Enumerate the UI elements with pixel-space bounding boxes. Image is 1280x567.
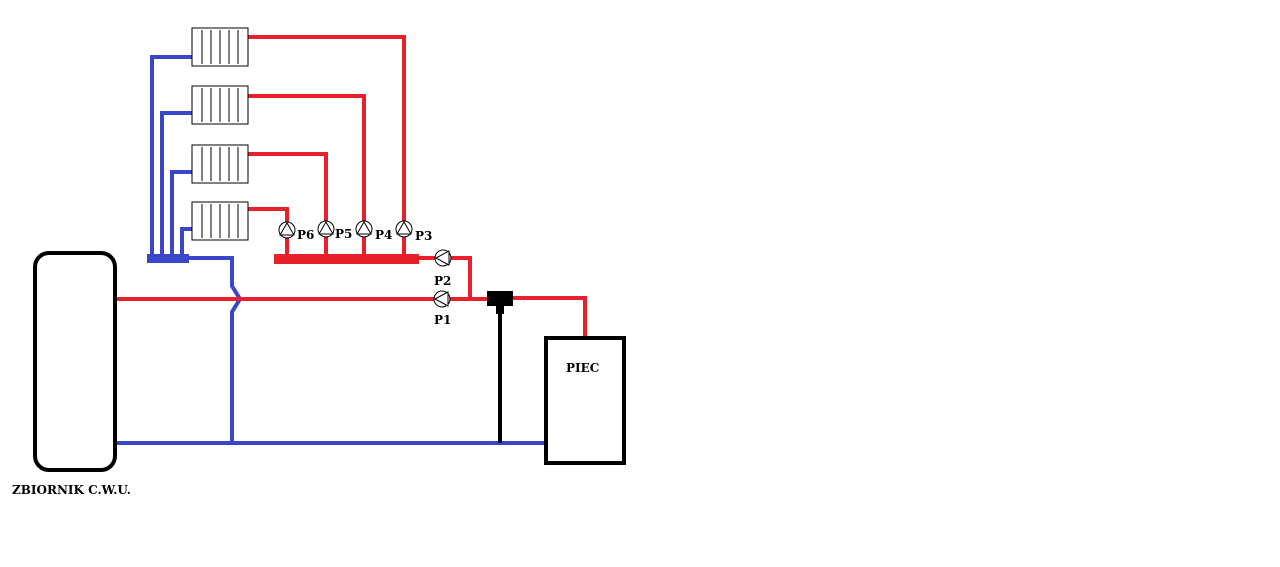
boiler	[544, 336, 626, 465]
pump-label-p1: P1	[434, 313, 451, 327]
radiator	[191, 27, 249, 67]
pump-label-p6: P6	[297, 228, 314, 242]
hot-water-tank	[33, 251, 117, 472]
mixing-valve-stem	[496, 304, 504, 314]
supply-radiator-1	[248, 35, 406, 258]
supply-pipes	[114, 35, 587, 338]
radiator	[191, 201, 249, 241]
boiler-supply-line	[510, 296, 587, 338]
return-manifold	[147, 254, 189, 263]
pump-p6: P6	[278, 221, 314, 242]
pump-label-p5: P5	[335, 227, 352, 241]
return-riser-radiator-2	[160, 111, 192, 258]
radiator	[191, 144, 249, 184]
pump-label-p3: P3	[415, 229, 432, 243]
tank-label: ZBIORNIK C.W.U.	[12, 483, 131, 497]
return-pipes	[114, 55, 546, 445]
return-riser-radiator-3	[170, 170, 192, 258]
supply-radiator-4	[248, 207, 289, 258]
radiator	[191, 85, 249, 125]
supply-manifold	[274, 254, 419, 264]
supply-radiator-2	[248, 94, 366, 258]
return-manifold-outlet	[186, 256, 243, 443]
pump-p5: P5	[317, 220, 352, 241]
pump-label-p4: P4	[375, 228, 392, 242]
pump-p4: P4	[355, 220, 392, 242]
pump-p3: P3	[395, 220, 432, 243]
pump-label-p2: P2	[434, 274, 451, 288]
mixing-valve	[487, 291, 513, 306]
pump-p2: P2	[434, 249, 452, 288]
boiler-label: PIEC	[566, 361, 599, 375]
manifold-feed-line	[412, 256, 472, 298]
pump-p1: P1	[433, 290, 451, 327]
return-riser-radiator-1	[150, 55, 192, 258]
return-riser-radiator-4	[180, 227, 192, 258]
